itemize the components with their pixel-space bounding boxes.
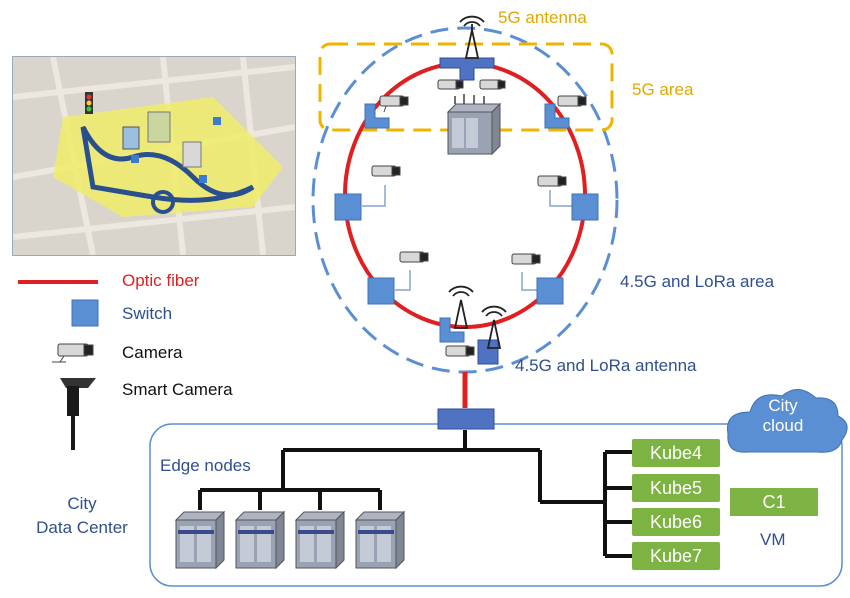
label-edge-nodes: Edge nodes [160,456,251,475]
edge-node-servers [174,510,406,570]
data-center-line2: Data Center [36,518,128,537]
antenna-45g-icon-right [481,305,507,349]
legend-optic-fiber: Optic fiber [122,271,200,290]
c1-label: C1 [762,492,786,512]
c1-box [730,488,818,516]
area-5g-boundary [318,42,614,132]
data-center-line1: City [67,494,97,513]
label-45g-area: 4.5G and LoRa area [620,272,775,291]
main-switch [437,408,495,430]
label-5g-antenna: 5G antenna [498,8,587,27]
switch-top-left [364,103,390,129]
switch-right-lower [536,277,564,305]
label-vm: VM [760,530,786,549]
legend-smart-camera-icon [60,378,96,450]
label-5g-area: 5G area [632,80,694,99]
legend-camera-icon [52,343,94,363]
label-city-cloud: City cloud [740,396,826,436]
city-cloud-line1: City [768,396,798,415]
city-map-image [12,56,296,256]
legend-switch: Switch [122,304,173,323]
legend-switch-square [71,299,99,327]
city-cloud-line2: cloud [762,416,804,435]
switch-bottom-right [477,339,499,365]
camera-links [362,185,572,291]
label-data-center: City Data Center [20,492,144,540]
switch-top [439,57,495,81]
network-links [198,430,632,558]
legend-smart-camera: Smart Camera [122,380,233,399]
switch-left-upper [334,193,362,221]
label-45g-antenna: 4.5G and LoRa antenna [515,356,697,375]
city-cloud-icon [726,389,848,453]
kube-node: Kube5 [632,474,720,502]
switch-bottom-left [439,317,465,343]
switch-top-right [544,103,570,129]
camera-icons [371,79,587,357]
ring-server-icon [446,94,502,156]
switch-right-upper [571,193,599,221]
antenna-5g-icon [459,15,485,59]
switch-left-lower [367,277,395,305]
kube-node: Kube4 [632,439,720,467]
data-center-box [149,423,843,587]
kube-node: Kube7 [632,542,720,570]
legend-camera: Camera [122,343,183,362]
kube-node: Kube6 [632,508,720,536]
antenna-45g-icon-left [448,285,474,329]
